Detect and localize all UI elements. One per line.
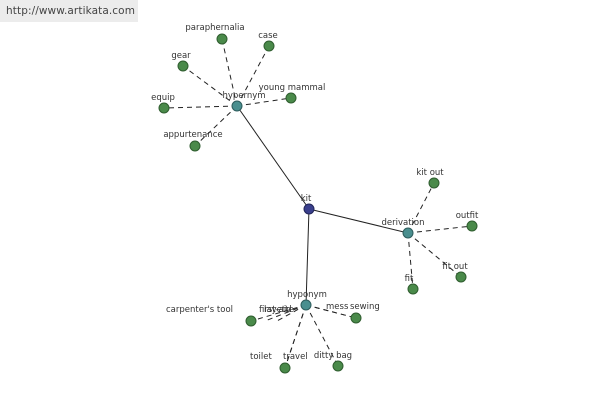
edge-hypernym-young-mammal [236, 97, 292, 107]
graph-edges [163, 38, 473, 369]
node-leaf-ditty-bag[interactable] [332, 360, 344, 372]
node-leaf-paraphernalia[interactable] [216, 33, 228, 45]
label-leaf-sewing: sewing [350, 302, 380, 312]
label-leaf-equip: equip [151, 93, 175, 103]
node-leaf-appurtenance[interactable] [189, 140, 201, 152]
label-relation-derivation: derivation [381, 218, 424, 228]
edge-hyponym-first-aid [264, 304, 307, 322]
label-leaf-outfit: outfit [456, 211, 479, 221]
label-leaf-paraphernalia: paraphernalia [185, 23, 244, 33]
edge-hyponym-layette [276, 304, 307, 322]
label-relation-hyponym: hyponym [287, 290, 327, 300]
node-leaf-fit[interactable] [407, 283, 419, 295]
edge-kit-hypernym [236, 105, 310, 210]
label-leaf-case: case [258, 31, 278, 41]
edge-hypernym-case [236, 45, 270, 107]
edge-hypernym-paraphernalia [221, 38, 238, 107]
label-leaf-fit: fit [405, 274, 414, 284]
label-leaf-travel: travel [283, 352, 308, 362]
node-leaf-equip[interactable] [158, 102, 170, 114]
edge-hypernym-appurtenance [194, 105, 238, 147]
edge-kit-hyponym [305, 208, 310, 306]
node-leaf-young-mammal[interactable] [285, 92, 297, 104]
edge-hypernym-gear [182, 65, 238, 107]
edge-derivation-outfit [407, 225, 473, 234]
graph-nodes [158, 33, 478, 374]
label-leaf-first-aid: first-aid [259, 305, 292, 315]
label-leaf-gear: gear [171, 51, 191, 61]
label-leaf-ditty-bag: ditty bag [314, 351, 352, 361]
node-leaf-outfit[interactable] [466, 220, 478, 232]
node-leaf-gear[interactable] [177, 60, 189, 72]
node-leaf-kit-out[interactable] [428, 177, 440, 189]
label-leaf-carpenter-s-tool: carpenter's tool [166, 305, 233, 315]
edge-derivation-kit-out [407, 182, 435, 234]
node-relation-hyponym[interactable] [300, 299, 312, 311]
edge-hyponym-travel [284, 304, 307, 369]
label-leaf-toilet: toilet [250, 352, 272, 362]
label-leaf-young-mammal: young mammal [259, 83, 326, 93]
label-leaf-mess: mess [326, 302, 349, 312]
edge-derivation-fit-out [407, 232, 462, 278]
edge-derivation-fit [407, 232, 414, 290]
label-root-kit: kit [301, 194, 312, 204]
label-leaf-kit-out: kit out [416, 168, 444, 178]
node-leaf-case[interactable] [263, 40, 275, 52]
edge-kit-derivation [308, 208, 409, 234]
label-leaf-fit-out: fit out [442, 262, 468, 272]
node-relation-hypernym[interactable] [231, 100, 243, 112]
label-leaf-layette: layette [264, 305, 294, 315]
node-root-kit[interactable] [303, 203, 315, 215]
edge-hypernym-equip [163, 105, 238, 109]
graph-labels: kit hypernym paraphernalia case gear young ma… [151, 23, 479, 362]
label-leaf-appurtenance: appurtenance [163, 130, 222, 140]
node-relation-derivation[interactable] [402, 227, 414, 239]
node-leaf-carpenter-s-tool[interactable] [245, 315, 257, 327]
label-relation-hypernym: hypernym [222, 91, 265, 101]
source-url-text: http://www.artikata.com [6, 5, 136, 17]
source-url-banner[interactable]: http://www.artikata.com [0, 0, 138, 22]
edge-hyponym-ditty-bag [305, 304, 339, 367]
node-leaf-fit-out[interactable] [455, 271, 467, 283]
edge-hyponym-carpenter-s-tool [250, 304, 307, 322]
node-leaf-mess[interactable] [350, 312, 362, 324]
node-leaf-toilet[interactable] [279, 362, 291, 374]
